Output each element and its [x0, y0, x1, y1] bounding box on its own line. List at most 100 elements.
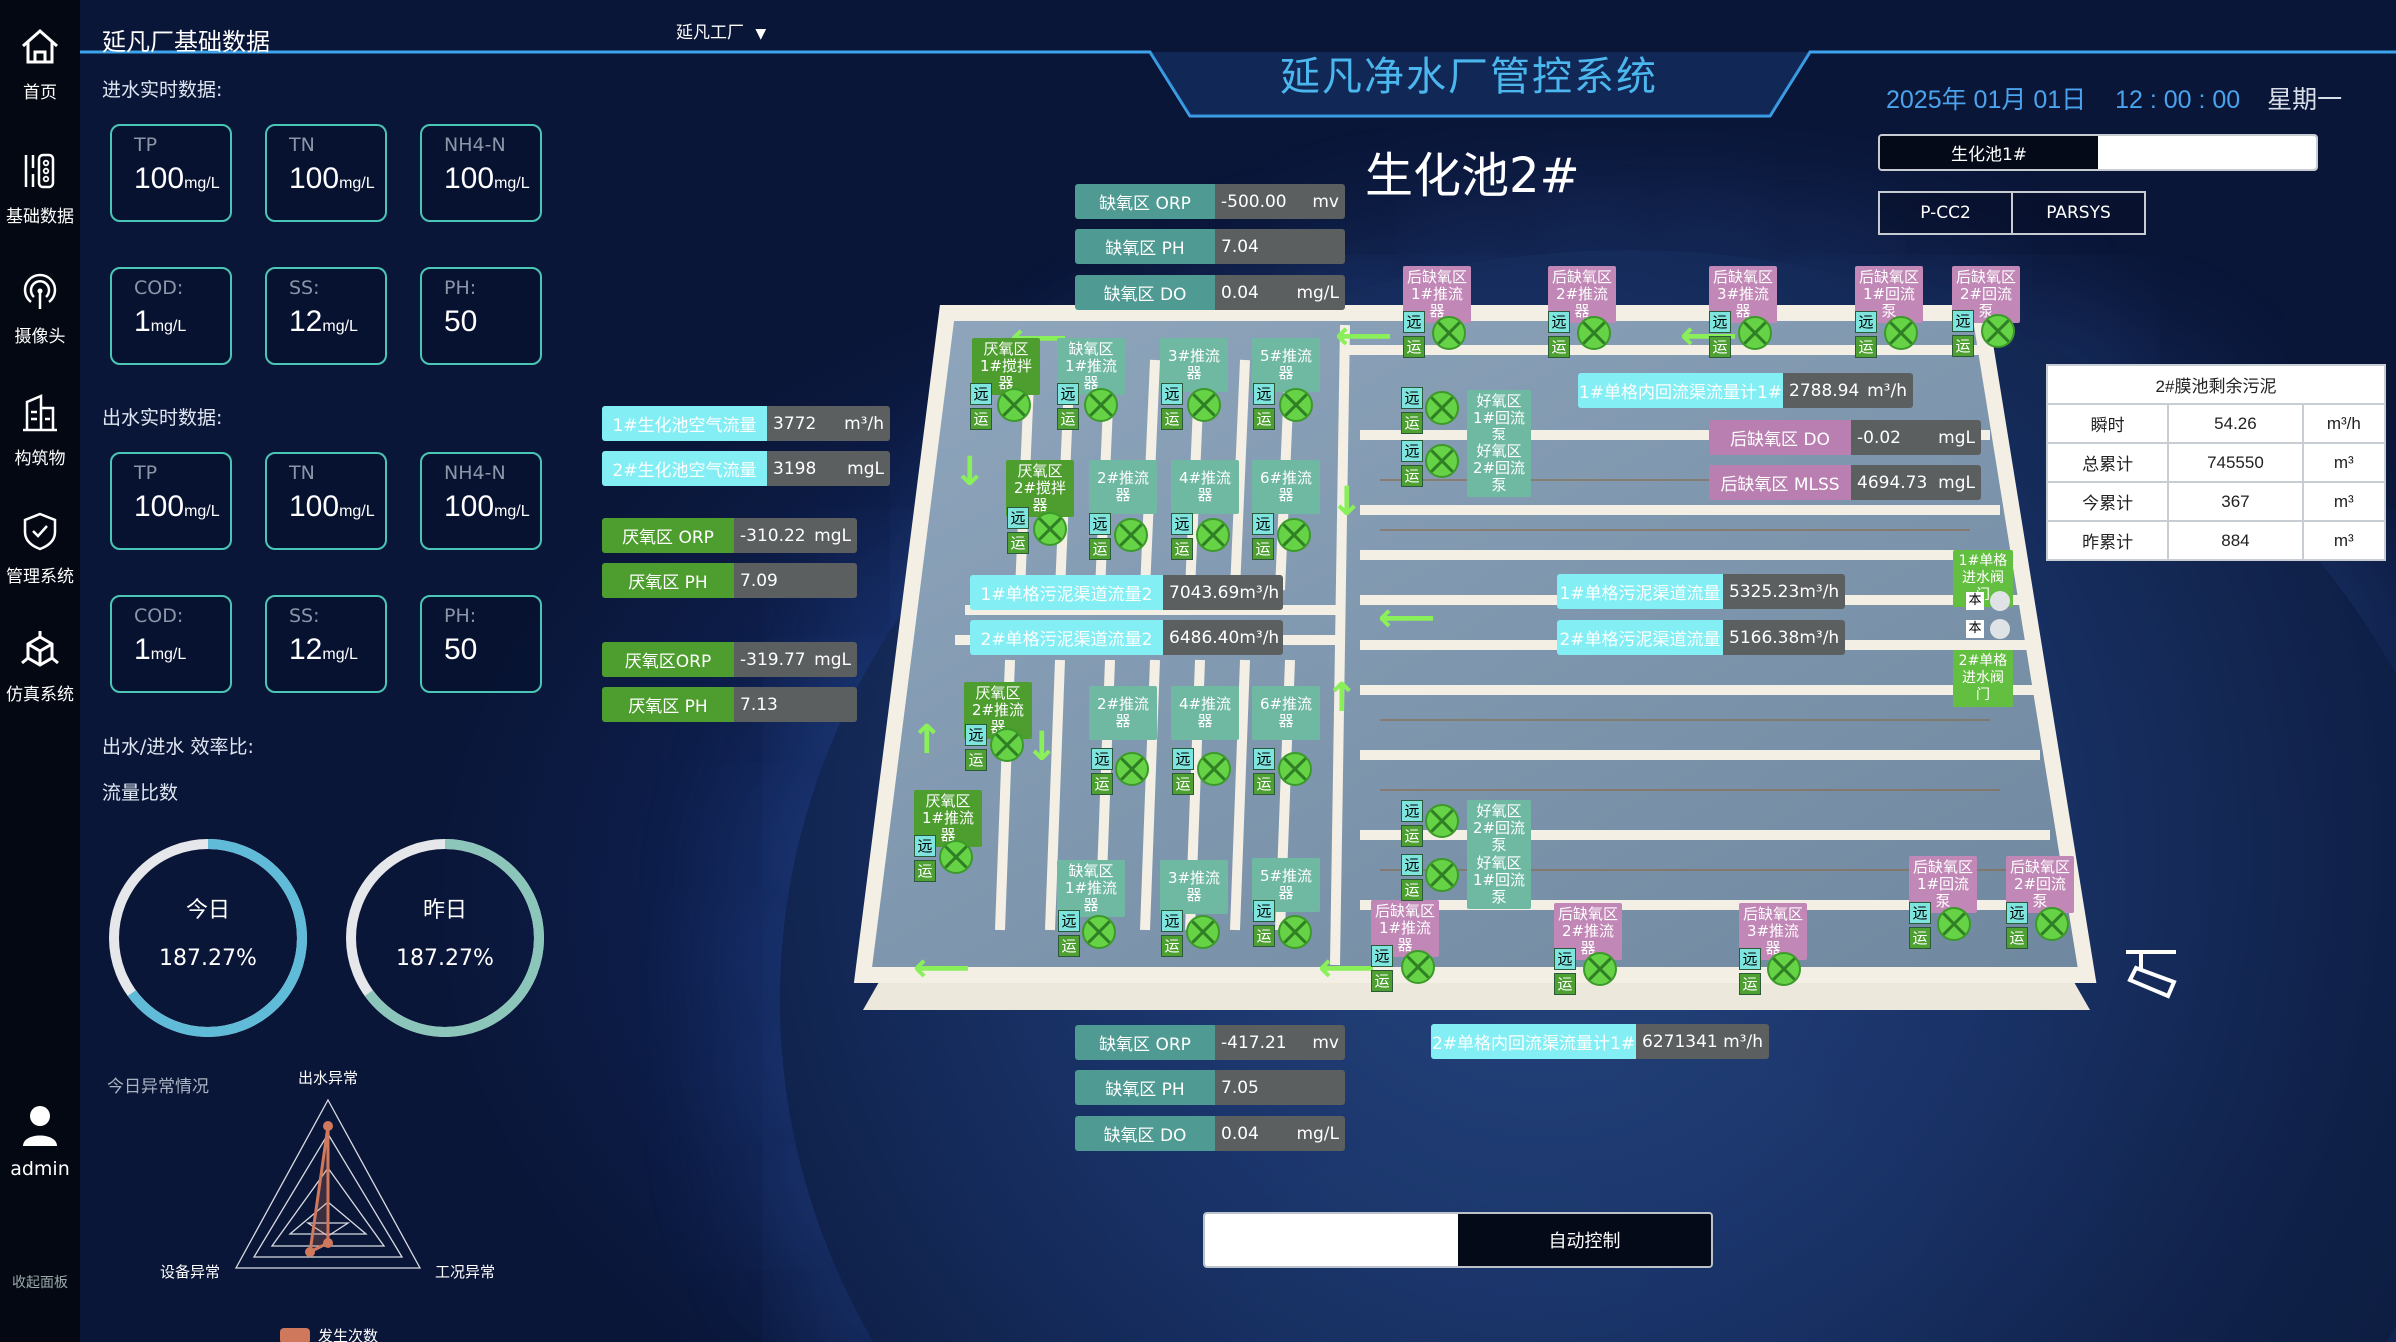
pump-fan-icon[interactable]	[1425, 858, 1459, 892]
radar-legend[interactable]: 发生次数	[280, 1325, 378, 1342]
remote-run-badge[interactable]: 远运	[1401, 854, 1423, 901]
remote-run-badge[interactable]: 远运	[1548, 311, 1570, 358]
remote-run-badge[interactable]: 远运	[1739, 948, 1761, 995]
tab-pool-1[interactable]: 生化池1#	[1880, 136, 2098, 169]
remote-run-badge[interactable]: 远运	[1403, 311, 1425, 358]
sidebar-item-management[interactable]: 管理系统	[0, 510, 80, 587]
pump-fan-icon[interactable]	[1884, 316, 1918, 350]
pump-fan-icon[interactable]	[1425, 804, 1459, 838]
local-mode-badge[interactable]: 本	[1966, 620, 1984, 638]
mixer-fan-icon[interactable]	[1114, 518, 1148, 552]
remote-run-badge[interactable]: 远运	[2006, 902, 2028, 949]
equipment-tag[interactable]: 后缺氧区 1#推流器	[1371, 900, 1439, 957]
mixer-fan-icon[interactable]	[1583, 952, 1617, 986]
local-mode-badge[interactable]: 本	[1966, 592, 1984, 610]
pcc2-button[interactable]: P-CC2	[1878, 191, 2013, 235]
remote-run-badge[interactable]: 远运	[1171, 513, 1193, 560]
sidebar-item-simulation[interactable]: 仿真系统	[0, 628, 80, 705]
equipment-tag[interactable]: 4#推流器	[1171, 686, 1239, 740]
mixer-fan-icon[interactable]	[990, 728, 1024, 762]
valve-status-icon[interactable]	[1990, 591, 2010, 611]
auto-control-option[interactable]: 自动控制	[1458, 1214, 1711, 1266]
remote-run-badge[interactable]: 远运	[1089, 513, 1111, 560]
remote-run-badge[interactable]: 远运	[1161, 910, 1183, 957]
remote-run-badge[interactable]: 远运	[1058, 910, 1080, 957]
mixer-fan-icon[interactable]	[1084, 388, 1118, 422]
equipment-tag[interactable]: 2#推流器	[1089, 686, 1157, 740]
equipment-tag[interactable]: 6#推流器	[1252, 460, 1320, 514]
sidebar-item-basic-data[interactable]: 基础数据	[0, 150, 80, 227]
parsys-button[interactable]: PARSYS	[2011, 191, 2146, 235]
remote-run-badge[interactable]: 远运	[914, 835, 936, 882]
remote-run-badge[interactable]: 远运	[1057, 383, 1079, 430]
pump-fan-icon[interactable]	[1577, 316, 1611, 350]
equipment-tag[interactable]: 3#推流器	[1160, 860, 1228, 914]
pump-fan-icon[interactable]	[2035, 907, 2069, 941]
remote-run-badge[interactable]: 远运	[1172, 748, 1194, 795]
remote-run-badge[interactable]: 远运	[1855, 311, 1877, 358]
pump-fan-icon[interactable]	[1432, 316, 1466, 350]
cctv-camera-icon[interactable]	[2124, 950, 2182, 1002]
pump-fan-icon[interactable]	[1738, 316, 1772, 350]
remote-run-badge[interactable]: 远运	[1401, 387, 1423, 434]
equipment-tag[interactable]: 厌氧区 2#搅拌器	[1006, 460, 1074, 517]
inlet-valve-2-tag[interactable]: 2#单格 进水阀门	[1953, 650, 2013, 707]
remote-run-badge[interactable]: 远运	[1091, 748, 1113, 795]
pump-fan-icon[interactable]	[1981, 314, 2015, 348]
remote-run-badge[interactable]: 远运	[1253, 748, 1275, 795]
remote-run-badge[interactable]: 远运	[1709, 311, 1731, 358]
sidebar-item-home[interactable]: 首页	[0, 26, 80, 103]
mixer-fan-icon[interactable]	[1278, 915, 1312, 949]
equipment-tag[interactable]: 厌氧区 1#推流器	[914, 790, 982, 847]
mixer-fan-icon[interactable]	[1277, 518, 1311, 552]
mixer-fan-icon[interactable]	[1279, 388, 1313, 422]
mixer-fan-icon[interactable]	[1082, 915, 1116, 949]
equipment-tag[interactable]: 缺氧区 1#推流器	[1057, 860, 1125, 917]
remote-run-badge[interactable]: 远运	[1007, 507, 1029, 554]
pump-fan-icon[interactable]	[1937, 907, 1971, 941]
equipment-tag[interactable]: 后缺氧区 2#回流泵	[2006, 856, 2074, 913]
remote-run-badge[interactable]: 远运	[1401, 800, 1423, 847]
equipment-tag[interactable]: 后缺氧区 2#推流器	[1548, 266, 1616, 323]
pump-fan-icon[interactable]	[1425, 444, 1459, 478]
sidebar-item-camera[interactable]: 摄像头	[0, 270, 80, 347]
remote-run-badge[interactable]: 远运	[970, 383, 992, 430]
factory-select[interactable]: 延凡工厂 ▼	[676, 18, 766, 43]
mixer-fan-icon[interactable]	[1196, 518, 1230, 552]
remote-run-badge[interactable]: 远运	[1252, 513, 1274, 560]
user-profile[interactable]: admin	[0, 1104, 80, 1180]
equipment-tag[interactable]: 好氧区 1#回流泵	[1467, 390, 1531, 447]
equipment-tag[interactable]: 4#推流器	[1171, 460, 1239, 514]
collapse-panel-button[interactable]: 收起面板	[12, 1275, 68, 1291]
mixer-fan-icon[interactable]	[1186, 915, 1220, 949]
valve-status-icon[interactable]	[1990, 619, 2010, 639]
mixer-fan-icon[interactable]	[1187, 388, 1221, 422]
mixer-fan-icon[interactable]	[1115, 752, 1149, 786]
mixer-fan-icon[interactable]	[997, 388, 1031, 422]
remote-run-badge[interactable]: 远运	[1952, 310, 1974, 357]
manual-control-option[interactable]	[1205, 1214, 1458, 1266]
remote-run-badge[interactable]: 远运	[1253, 900, 1275, 947]
mixer-fan-icon[interactable]	[1767, 952, 1801, 986]
mixer-fan-icon[interactable]	[1033, 512, 1067, 546]
sidebar-item-structures[interactable]: 构筑物	[0, 392, 80, 469]
remote-run-badge[interactable]: 远运	[1401, 440, 1423, 487]
equipment-tag[interactable]: 好氧区 1#回流泵	[1467, 852, 1531, 909]
equipment-tag[interactable]: 好氧区 2#回流泵	[1467, 800, 1531, 857]
equipment-tag[interactable]: 2#推流器	[1089, 460, 1157, 514]
mixer-fan-icon[interactable]	[1197, 752, 1231, 786]
remote-run-badge[interactable]: 远运	[1371, 945, 1393, 992]
equipment-tag[interactable]: 5#推流器	[1252, 858, 1320, 912]
remote-run-badge[interactable]: 远运	[1253, 383, 1275, 430]
remote-run-badge[interactable]: 远运	[1161, 383, 1183, 430]
tab-pool-2[interactable]	[2098, 136, 2316, 169]
equipment-tag[interactable]: 后缺氧区 1#回流泵	[1855, 266, 1923, 323]
equipment-tag[interactable]: 6#推流器	[1252, 686, 1320, 740]
mixer-fan-icon[interactable]	[1401, 950, 1435, 984]
mixer-fan-icon[interactable]	[939, 840, 973, 874]
equipment-tag[interactable]: 好氧区 2#回流泵	[1467, 440, 1531, 497]
mixer-fan-icon[interactable]	[1278, 752, 1312, 786]
remote-run-badge[interactable]: 远运	[1909, 902, 1931, 949]
remote-run-badge[interactable]: 远运	[965, 724, 987, 771]
remote-run-badge[interactable]: 远运	[1554, 948, 1576, 995]
